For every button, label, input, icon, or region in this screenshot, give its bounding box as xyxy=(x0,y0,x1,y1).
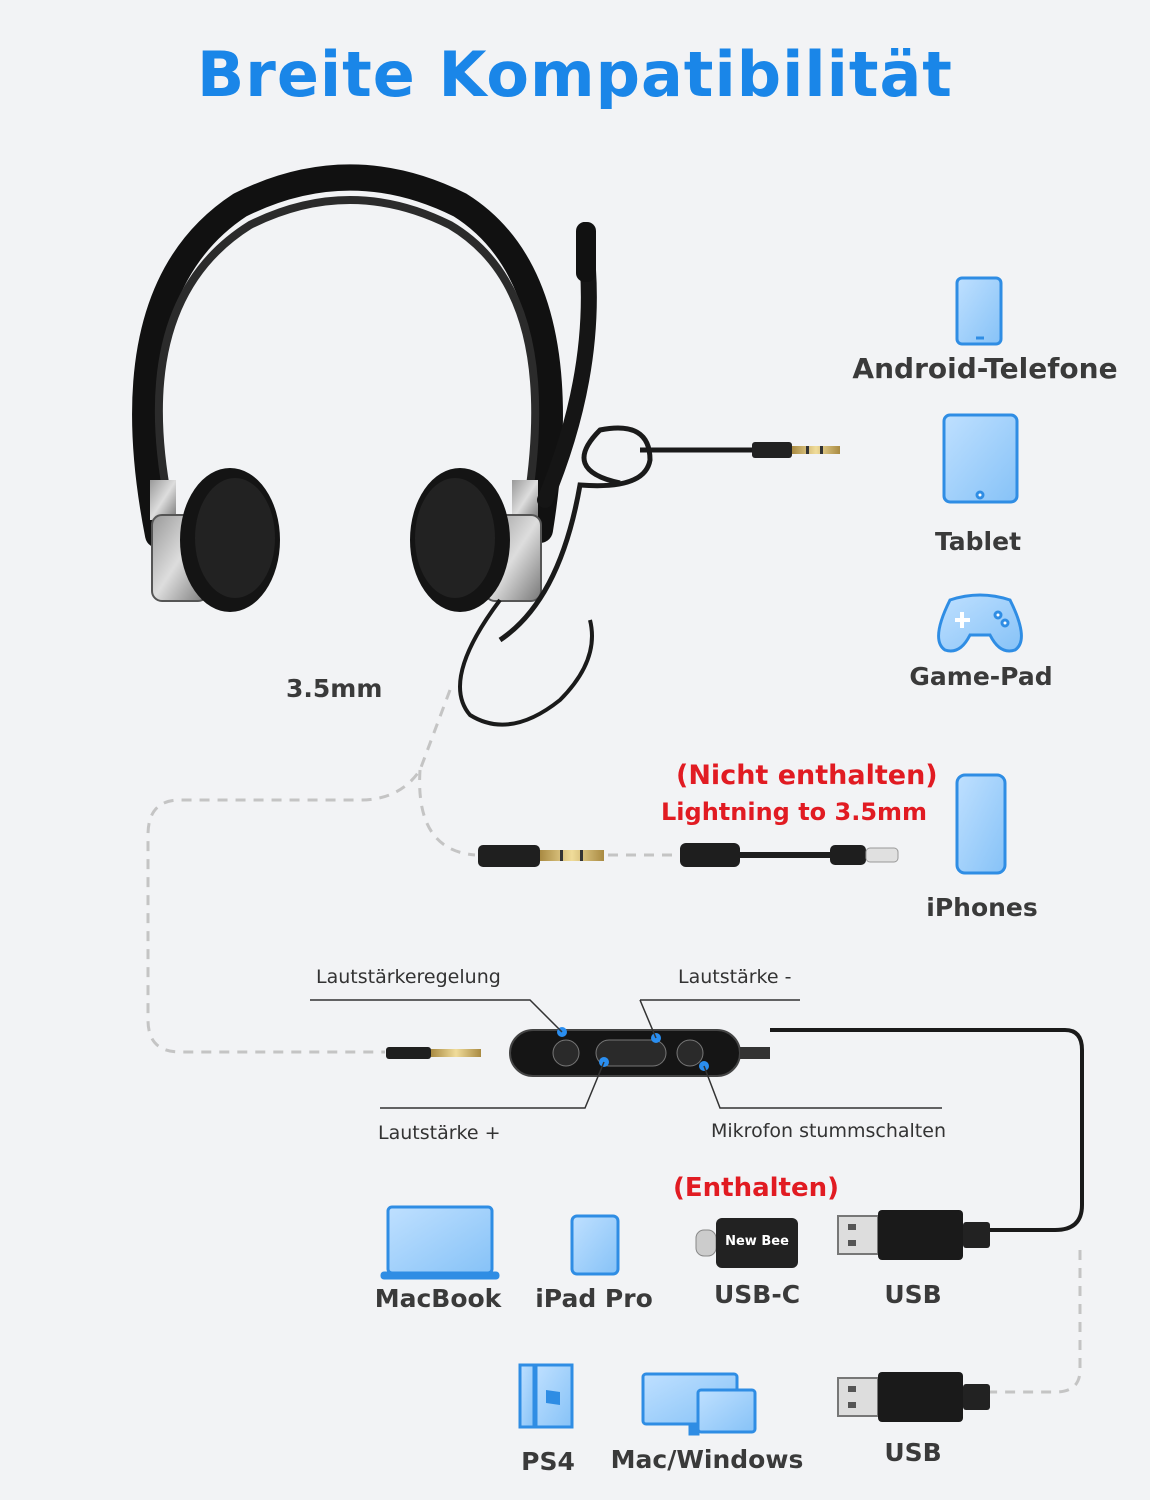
adapter-name-label: Lightning to 3.5mm xyxy=(661,798,928,826)
usb-c-adapter-icon xyxy=(695,1218,798,1268)
volume-control-label: Lautstärkeregelung xyxy=(316,966,501,988)
headset-illustration xyxy=(132,164,840,727)
callout-lines xyxy=(310,999,942,1109)
usb-top-label: USB xyxy=(884,1280,942,1309)
gamepad-label: Game-Pad xyxy=(909,662,1053,691)
ipad-pro-icon xyxy=(570,1214,620,1276)
ps4-icon xyxy=(518,1363,574,1429)
mac-windows-icon xyxy=(641,1372,757,1436)
usb-plug-top-icon xyxy=(837,1210,990,1260)
ipad-pro-label: iPad Pro xyxy=(535,1284,653,1313)
macbook-icon xyxy=(380,1205,500,1280)
volume-down-label: Lautstärke - xyxy=(678,966,792,988)
adapter-not-included-label: (Nicht enthalten) xyxy=(676,760,938,791)
volume-up-label: Lautstärke + xyxy=(378,1122,501,1144)
mac-windows-label: Mac/Windows xyxy=(610,1445,804,1474)
dashed-connectors xyxy=(146,689,1082,1394)
gamepad-icon xyxy=(937,593,1023,653)
usb-bottom-label: USB xyxy=(884,1438,942,1467)
page-title: Breite Kompatibilität xyxy=(197,38,953,111)
usb-c-label: USB-C xyxy=(713,1280,801,1309)
iphone-icon xyxy=(955,773,1007,875)
macbook-label: MacBook xyxy=(374,1284,502,1313)
tablet-icon xyxy=(942,413,1019,504)
jack-size-label: 3.5mm xyxy=(286,674,383,703)
inline-control-unit xyxy=(386,1027,1084,1232)
included-label: (Enthalten) xyxy=(673,1173,840,1203)
mic-mute-label: Mikrofon stummschalten xyxy=(711,1120,946,1142)
iphones-label: iPhones xyxy=(926,893,1038,922)
tablet-label: Tablet xyxy=(934,527,1022,556)
usb-plug-bottom-icon xyxy=(837,1372,990,1422)
extension-jack xyxy=(478,845,604,867)
ps4-label: PS4 xyxy=(521,1447,575,1476)
android-label: Android-Telefone xyxy=(852,352,1118,385)
android-phone-icon xyxy=(955,276,1003,346)
usb-c-brand-label: New Bee xyxy=(725,1234,789,1249)
lightning-adapter-cable xyxy=(680,843,899,867)
